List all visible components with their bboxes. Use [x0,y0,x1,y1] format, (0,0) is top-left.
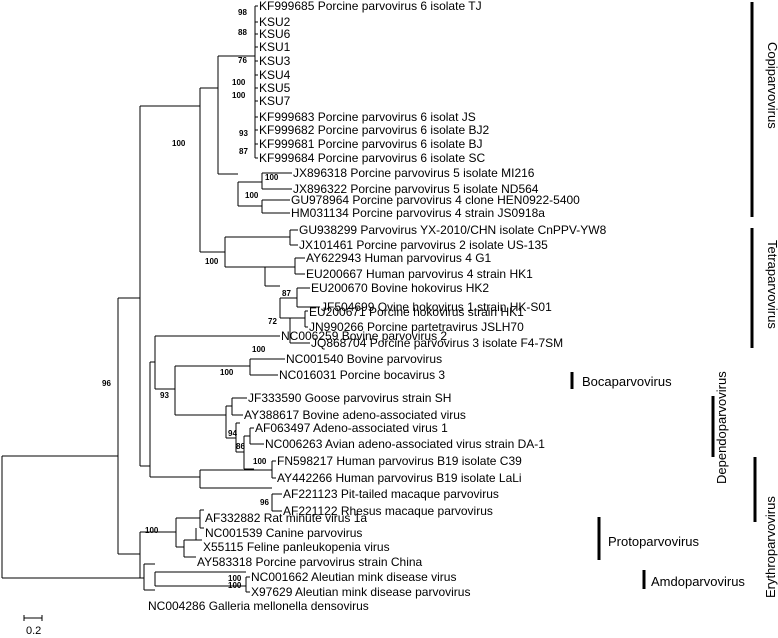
bootstrap-value: 100 [228,581,242,590]
clade-label: Erythroparvovirus [763,496,778,598]
tip-label: NC006263 Avian adeno-associated virus st… [265,437,545,451]
bootstrap-value: 100 [228,574,242,583]
tip-label: AF063497 Adeno-associated virus 1 [255,421,448,435]
bootstrap-value: 87 [239,147,248,156]
bootstrap-value: 100 [172,139,186,148]
tip-label: HM031134 Porcine parvovirus 4 strain JS0… [291,206,545,220]
tip-label: JF504699 Ovine hokovirus 1 strain HK-S01 [321,300,552,314]
tip-label: KSU1 [259,40,291,54]
tip-label: GU978964 Porcine parvovirus 4 clone HEN0… [291,193,580,207]
bootstrap-value: 100 [253,457,267,466]
clade-label: Tetraparvovirus [765,240,778,329]
bootstrap-value: 87 [282,289,291,298]
bootstrap-value: 96 [102,379,111,388]
clade-annotations: Copiparvovirus Tetraparvovirus Bocaparvo… [570,2,778,598]
bootstrap-value: 86 [236,442,245,451]
bootstrap-value: 93 [160,391,169,400]
tip-label: EU200667 Human parvovirus 4 strain HK1 [306,267,533,281]
tip-label: KSU6 [259,27,291,41]
tip-label: AY622943 Human parvovirus 4 G1 [306,251,492,265]
scale-label: 0.2 [26,625,41,637]
bootstrap-values: 98 88 76 100 100 93 87 100 100 100 100 8… [102,8,291,590]
tip-label: X55115 Feline panleukopenia virus [203,540,390,554]
tip-labels: KF999685 Porcine parvovirus 6 isolate TJ… [148,0,607,613]
tip-label: JQ868704 Porcine parvovirus 3 isolate F4… [311,336,563,350]
tip-label: AF332882 Rat minute virus 1a [205,511,367,525]
tip-label: KF999681 Porcine parvovirus 6 isolate BJ [259,137,482,151]
tip-label: KSU4 [259,68,291,82]
clade-label: Protoparvovirus [608,534,700,549]
bootstrap-value: 93 [239,129,248,138]
tip-label: KF999684 Porcine parvovirus 6 isolate SC [259,151,485,165]
bootstrap-value: 94 [228,429,237,438]
tip-label: JX101461 Porcine parvovirus 2 isolate US… [299,238,548,252]
clade-label: Copiparvovirus [765,42,778,129]
tip-label: KF999685 Porcine parvovirus 6 isolate TJ [259,0,482,13]
scale-bar: 0.2 [23,615,43,637]
bootstrap-value: 96 [260,498,269,507]
bootstrap-value: 72 [268,317,277,326]
tip-label: NC006259 Bovine parvovirus 2 [281,329,447,343]
tip-label: KSU3 [259,54,291,68]
tip-label: NC001540 Bovine parvovirus [286,352,442,366]
tip-label: NC004286 Galleria mellonella densovirus [148,599,369,613]
tip-label: JX896318 Porcine parvovirus 5 isolate MI… [293,166,535,180]
tip-label: NC001662 Aleutian mink disease virus [251,570,456,584]
tip-label: NC016031 Porcine bocavirus 3 [279,368,445,382]
clade-label: Amdoparvovirus [651,574,745,589]
tip-label: KF999683 Porcine parvovirus 6 isolat JS [259,110,476,124]
tip-label: GU938299 Parvovirus YX-2010/CHN isolate … [299,223,607,237]
bootstrap-value: 100 [145,526,159,535]
tip-label: AF221122 Rhesus macaque parvovirus [283,504,493,518]
clade-label: Dependoparvovirus [714,371,729,484]
tip-label: JF333590 Goose parvovirus strain SH [248,391,451,405]
tip-label: NC001539 Canine parvovirus [205,526,362,540]
bootstrap-value: 100 [232,91,246,100]
tip-label: AY388617 Bovine adeno-associated virus [244,408,466,422]
bootstrap-value: 76 [238,56,247,65]
tip-label: JN990266 Porcine partetravirus JSLH70 [309,320,524,334]
tip-label: X97629 Aleutian mink disease parvovirus [251,585,470,599]
tip-label: AY583318 Porcine parvovirus strain China [197,555,423,569]
tip-label: KSU2 [259,15,291,29]
tip-label: FN598217 Human parvovirus B19 isolate C3… [277,454,522,468]
tip-label: AF221123 Pit-tailed macaque parvovirus [283,487,499,501]
bootstrap-value: 100 [265,173,279,182]
clade-label: Bocaparvovirus [582,374,672,389]
tip-label: KF999682 Porcine parvovirus 6 isolate BJ… [259,123,489,137]
tip-label: EU200671 Porcine hokovirus strain HK1 [309,305,524,319]
bootstrap-value: 98 [238,8,247,17]
bootstrap-value: 100 [232,78,246,87]
bootstrap-value: 100 [220,368,234,377]
bootstrap-value: 100 [205,257,219,266]
tip-label: EU200670 Bovine hokovirus HK2 [311,281,489,295]
bootstrap-value: 100 [245,191,259,200]
tip-label: KSU7 [259,94,291,108]
tip-label: AY442266 Human parvovirus B19 isolate La… [277,471,522,485]
bootstrap-value: 88 [238,28,247,37]
tip-label: JX896322 Porcine parvovirus 5 isolate ND… [293,182,539,196]
tip-label: KSU5 [259,81,291,95]
bootstrap-value: 100 [252,345,266,354]
tree-branches [1,5,320,593]
